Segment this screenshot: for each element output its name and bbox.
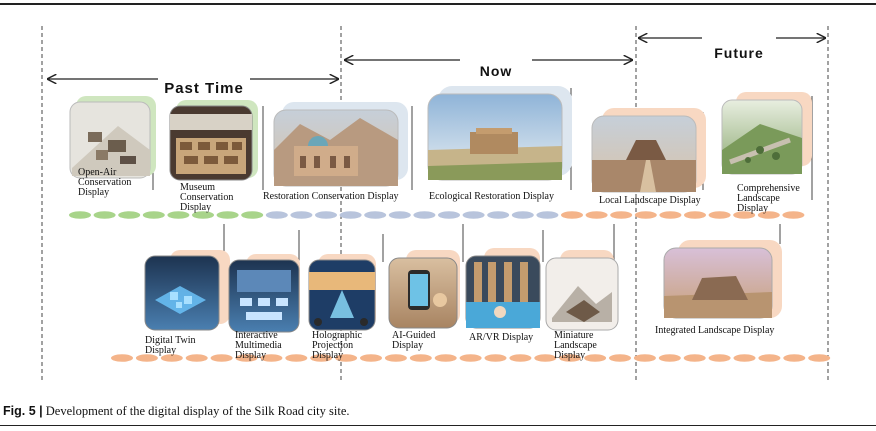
- timeline-dot-top-15: [438, 211, 460, 219]
- timeline-dot-top-14: [413, 211, 436, 219]
- timeline-dot-top-16: [462, 211, 485, 219]
- timeline-dot-top-3: [142, 211, 165, 219]
- timeline-dot-bottom-6: [260, 354, 283, 362]
- figure-caption-label: Fig. 5 |: [3, 404, 43, 418]
- timeline-dot-top-7: [241, 211, 264, 219]
- timeline-dot-bottom-15: [484, 354, 507, 362]
- era-label-future: Future: [714, 45, 764, 61]
- timeline-dot-bottom-23: [683, 354, 706, 362]
- timeline-dot-top-21: [585, 211, 608, 219]
- restoration-label: Restoration Conservation Display: [263, 191, 399, 202]
- timeline-dot-bottom-25: [733, 354, 756, 362]
- era-label-now: Now: [480, 63, 513, 79]
- timeline-dot-top-1: [93, 211, 116, 219]
- timeline-dot-bottom-10: [360, 354, 382, 362]
- timeline-dot-bottom-9: [335, 354, 358, 362]
- timeline-dot-top-9: [290, 211, 313, 219]
- timeline-dot-bottom-17: [534, 354, 557, 362]
- timeline-dot-bottom-2: [160, 354, 183, 362]
- timeline-dot-top-24: [659, 211, 682, 219]
- timeline-dot-top-6: [216, 211, 239, 219]
- timeline-dot-top-0: [69, 211, 91, 219]
- timeline-dot-top-27: [733, 211, 756, 219]
- timeline-dot-top-11: [339, 211, 362, 219]
- timeline-dot-bottom-19: [584, 354, 607, 362]
- timeline-dot-top-23: [634, 211, 657, 219]
- timeline-dot-bottom-26: [758, 354, 781, 362]
- timeline-dot-top-28: [757, 211, 780, 219]
- top-rule: [0, 3, 876, 5]
- local-landscape-label: Local Landscape Display: [599, 195, 701, 206]
- timeline-dot-bottom-8: [310, 354, 333, 362]
- timeline-dot-top-10: [315, 211, 337, 219]
- timeline-dot-bottom-21: [633, 354, 656, 362]
- timeline-dot-top-12: [364, 211, 387, 219]
- timeline-dot-top-20: [561, 211, 583, 219]
- timeline-dot-bottom-1: [135, 354, 158, 362]
- ar-vr-image: AR/VR Display: [465, 248, 541, 343]
- timeline-dot-top-5: [192, 211, 214, 219]
- timeline-dot-top-8: [265, 211, 288, 219]
- timeline-dot-bottom-24: [708, 354, 731, 362]
- timeline-dot-bottom-28: [808, 354, 831, 362]
- timeline-dot-top-18: [511, 211, 534, 219]
- timeline-dot-bottom-20: [609, 354, 631, 362]
- timeline-dot-top-4: [167, 211, 190, 219]
- timeline-dot-top-25: [684, 211, 706, 219]
- restored-building-image: Restoration Conservation Display: [263, 102, 408, 202]
- integrated-landscape-image: Integrated Landscape Display: [655, 240, 782, 336]
- era-label-past: Past Time: [164, 80, 244, 97]
- timeline-dot-top-22: [610, 211, 633, 219]
- timeline-dot-bottom-5: [235, 354, 258, 362]
- timeline-dot-bottom-22: [658, 354, 681, 362]
- timeline-dot-bottom-18: [559, 354, 582, 362]
- timeline-dot-top-19: [536, 211, 559, 219]
- figure-caption: Fig. 5 | Development of the digital disp…: [3, 404, 350, 419]
- timeline-track-top: [69, 211, 805, 219]
- timeline-dot-bottom-0: [111, 354, 133, 362]
- ecological-landscape-image: Ecological Restoration Display: [427, 86, 572, 202]
- timeline-dot-bottom-7: [285, 354, 308, 362]
- timeline-dot-bottom-16: [509, 354, 532, 362]
- timeline-dot-bottom-3: [185, 354, 208, 362]
- timeline-dot-top-2: [118, 211, 141, 219]
- figure-caption-text: Development of the digital display of th…: [42, 404, 350, 418]
- timeline-dot-bottom-11: [384, 354, 407, 362]
- timeline-dot-top-29: [782, 211, 805, 219]
- timeline-dot-top-17: [487, 211, 510, 219]
- timeline-track-bottom: [111, 354, 831, 362]
- timeline-dot-bottom-14: [459, 354, 482, 362]
- timeline-dot-bottom-12: [409, 354, 432, 362]
- bottom-rule: [0, 425, 876, 426]
- ar-vr-label: AR/VR Display: [469, 332, 533, 343]
- timeline-dot-top-13: [388, 211, 411, 219]
- ecological-label: Ecological Restoration Display: [429, 191, 554, 202]
- timeline-dot-bottom-27: [783, 354, 806, 362]
- timeline-dot-top-26: [708, 211, 731, 219]
- timeline-dot-bottom-13: [434, 354, 457, 362]
- integrated-label: Integrated Landscape Display: [655, 325, 774, 336]
- local-landscape-image: Local Landscape Display: [591, 108, 706, 206]
- timeline-dot-bottom-4: [210, 354, 233, 362]
